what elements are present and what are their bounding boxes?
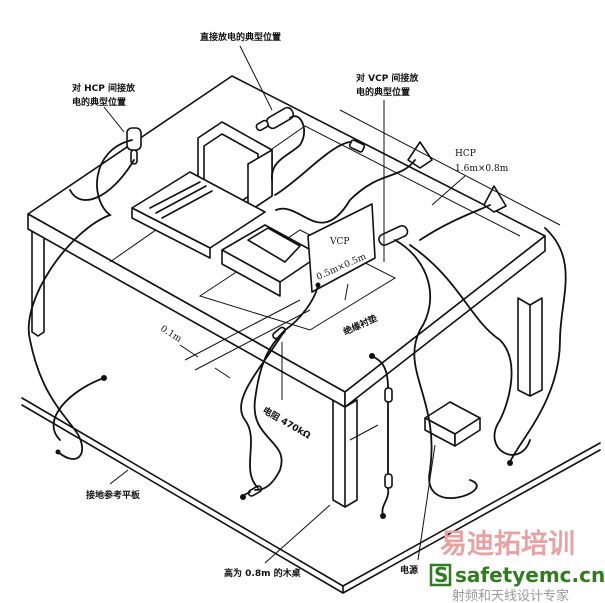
label-vcp-indirect-line1: 对 VCP 间接放 — [356, 72, 419, 84]
hcp-clamp — [483, 185, 507, 213]
label-hcp: HCP — [455, 149, 476, 159]
esd-gun-hcp — [126, 127, 142, 165]
label-table: 高为 0.8m 的木桌 — [224, 567, 302, 579]
watermark-logo: S — [434, 563, 448, 587]
power-supply — [424, 401, 481, 447]
label-hcp-indirect-line1: 对 HCP 间接放 — [72, 82, 136, 94]
distance-dimension — [179, 299, 311, 379]
resistor — [384, 387, 393, 403]
label-distance: 0.1m — [158, 324, 183, 345]
watermark-site: safetyemc.cn — [455, 563, 605, 587]
table-legs — [31, 227, 543, 508]
resistor — [384, 473, 393, 489]
vcp-clamp — [348, 139, 366, 153]
watermark: 易迪拓培训 S safetyemc.cn 射频和天线设计专家 — [429, 529, 605, 603]
watermark-tagline: 射频和天线设计专家 — [452, 588, 569, 603]
computer-unit — [131, 171, 266, 259]
peripheral-unit — [221, 224, 321, 297]
watermark-title: 易迪拓培训 — [440, 529, 575, 560]
cable-ends — [55, 282, 513, 519]
resistor — [247, 485, 263, 497]
label-power: 电源 — [400, 564, 418, 576]
label-resistor: 电阻 470kΩ — [261, 404, 314, 441]
label-ground-plane: 接地参考平板 — [86, 489, 141, 501]
label-direct-discharge: 直接放电的典型位置 — [200, 31, 281, 43]
label-hcp-indirect-line2: 电的典型位置 — [72, 96, 126, 108]
vcp-label: VCP — [329, 237, 349, 247]
ground-reference-plane — [21, 397, 601, 594]
esd-gun-direct — [255, 106, 295, 132]
leader-lines — [103, 45, 466, 564]
label-vcp-indirect-line2: 电的典型位置 — [356, 86, 410, 98]
cables — [27, 115, 567, 516]
label-hcp-size: 1.6m×0.8m — [455, 164, 509, 174]
